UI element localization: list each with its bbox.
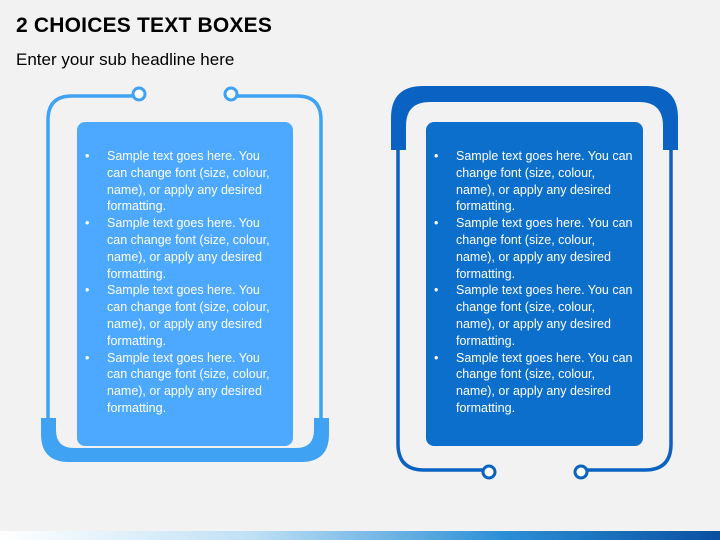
right-frame bbox=[396, 148, 673, 472]
list-item: Sample text goes here. You can change fo… bbox=[85, 350, 283, 417]
right-text-box: Sample text goes here. You can change fo… bbox=[426, 122, 643, 446]
left-frame-connector-dot bbox=[223, 86, 239, 102]
page-subtitle: Enter your sub headline here bbox=[16, 50, 235, 69]
right-frame-bottom-right-line bbox=[586, 148, 673, 472]
right-frame-connector-dot bbox=[481, 464, 497, 480]
list-item: Sample text goes here. You can change fo… bbox=[85, 148, 283, 215]
right-frame-bottom-left-line bbox=[396, 148, 484, 472]
right-bullet-list: Sample text goes here. You can change fo… bbox=[434, 148, 633, 417]
list-item: Sample text goes here. You can change fo… bbox=[434, 350, 633, 417]
footer-gradient-bar bbox=[0, 531, 720, 540]
list-item: Sample text goes here. You can change fo… bbox=[434, 282, 633, 349]
right-frame-connector-dot bbox=[573, 464, 589, 480]
list-item: Sample text goes here. You can change fo… bbox=[85, 215, 283, 282]
list-item: Sample text goes here. You can change fo… bbox=[434, 215, 633, 282]
page-title: 2 CHOICES TEXT BOXES bbox=[16, 14, 273, 37]
left-frame-top-left-line bbox=[46, 94, 134, 422]
list-item: Sample text goes here. You can change fo… bbox=[434, 148, 633, 215]
right-frame-top-cap bbox=[391, 86, 678, 150]
left-frame-top-right-line bbox=[235, 94, 323, 422]
left-text-box: Sample text goes here. You can change fo… bbox=[77, 122, 293, 446]
left-frame bbox=[46, 94, 323, 422]
left-bullet-list: Sample text goes here. You can change fo… bbox=[85, 148, 283, 417]
left-frame-bottom-cap bbox=[41, 418, 329, 462]
left-frame-connector-dot bbox=[131, 86, 147, 102]
list-item: Sample text goes here. You can change fo… bbox=[85, 282, 283, 349]
